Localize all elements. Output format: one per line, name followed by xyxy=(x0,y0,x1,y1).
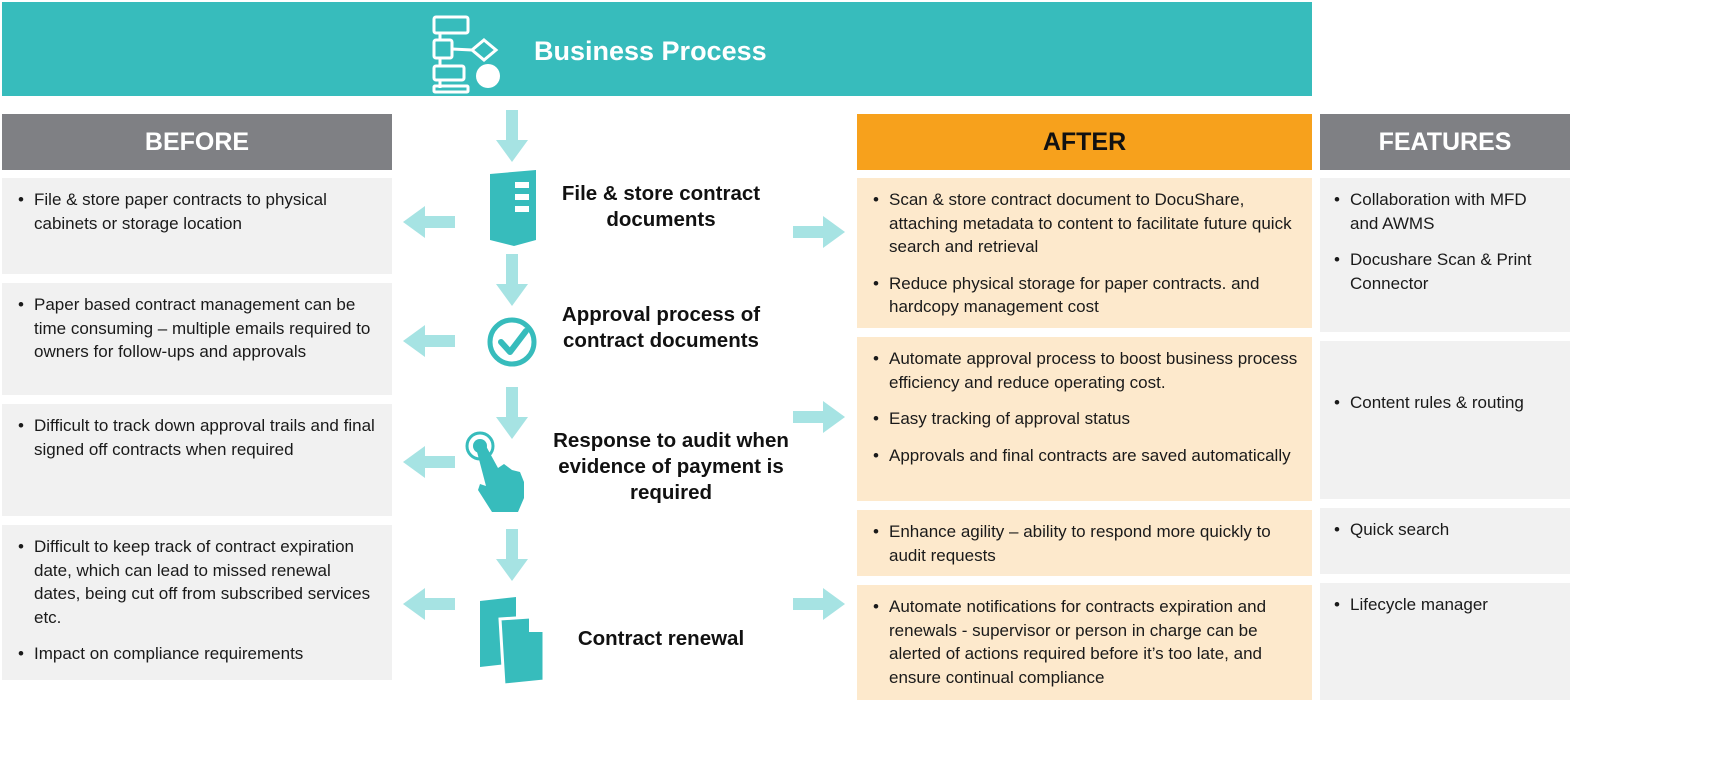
list-item: Automate approval process to boost busin… xyxy=(871,347,1298,394)
right-arrow xyxy=(793,401,845,433)
process-label-renewal: Contract renewal xyxy=(577,627,745,650)
list-item: Automate notifications for contracts exp… xyxy=(871,595,1298,689)
right-arrow xyxy=(793,216,845,248)
down-arrow xyxy=(496,110,528,162)
down-arrow xyxy=(496,254,528,306)
server-icon xyxy=(490,170,536,246)
left-arrow xyxy=(403,206,455,238)
down-arrow xyxy=(496,529,528,581)
after-box-4: Automate notifications for contracts exp… xyxy=(857,585,1312,700)
title-banner: Business Process xyxy=(2,2,1312,96)
documents-icon xyxy=(480,597,546,687)
process-label-approval: Approval process of contract documents xyxy=(561,303,761,352)
features-header: FEATURES xyxy=(1320,114,1570,170)
list-item: Scan & store contract document to DocuSh… xyxy=(871,188,1298,259)
touch-hand-icon xyxy=(465,431,524,512)
list-item: Difficult to keep track of contract expi… xyxy=(16,535,378,629)
before-box-4: Difficult to keep track of contract expi… xyxy=(2,525,392,680)
before-box-1: File & store paper contracts to physical… xyxy=(2,178,392,274)
right-arrow xyxy=(793,588,845,620)
before-box-3: Difficult to track down approval trails … xyxy=(2,404,392,516)
left-arrow xyxy=(403,588,455,620)
flowchart-icon xyxy=(432,15,500,94)
left-arrow xyxy=(403,325,455,357)
list-item: Quick search xyxy=(1332,518,1556,542)
list-item: Easy tracking of approval status xyxy=(871,407,1298,431)
list-item: File & store paper contracts to physical… xyxy=(16,188,378,235)
list-item: Enhance agility – ability to respond mor… xyxy=(871,520,1298,567)
features-box-1: Collaboration with MFD and AWMS Docushar… xyxy=(1320,178,1570,332)
list-item: Reduce physical storage for paper contra… xyxy=(871,272,1298,319)
before-header: BEFORE xyxy=(2,114,392,170)
process-label-audit: Response to audit when evidence of payme… xyxy=(553,429,789,504)
list-item: Impact on compliance requirements xyxy=(16,642,378,666)
banner-title: Business Process xyxy=(534,36,767,66)
list-item: Difficult to track down approval trails … xyxy=(16,414,378,461)
after-box-3: Enhance agility – ability to respond mor… xyxy=(857,510,1312,576)
before-box-2: Paper based contract management can be t… xyxy=(2,283,392,395)
features-box-4: Lifecycle manager xyxy=(1320,583,1570,700)
list-item: Collaboration with MFD and AWMS xyxy=(1332,188,1556,235)
after-box-1: Scan & store contract document to DocuSh… xyxy=(857,178,1312,328)
list-item: Approvals and final contracts are saved … xyxy=(871,444,1298,468)
after-header: AFTER xyxy=(857,114,1312,170)
list-item: Paper based contract management can be t… xyxy=(16,293,378,364)
features-box-2: Content rules & routing xyxy=(1320,341,1570,499)
list-item: Lifecycle manager xyxy=(1332,593,1556,617)
after-box-2: Automate approval process to boost busin… xyxy=(857,337,1312,501)
left-arrow xyxy=(403,446,455,478)
down-arrow xyxy=(496,387,528,439)
list-item: Docushare Scan & Print Connector xyxy=(1332,248,1556,295)
list-item: Content rules & routing xyxy=(1332,391,1556,415)
features-box-3: Quick search xyxy=(1320,508,1570,574)
checkmark-circle-icon xyxy=(487,317,537,367)
process-label-file-store: File & store contract documents xyxy=(561,182,761,231)
